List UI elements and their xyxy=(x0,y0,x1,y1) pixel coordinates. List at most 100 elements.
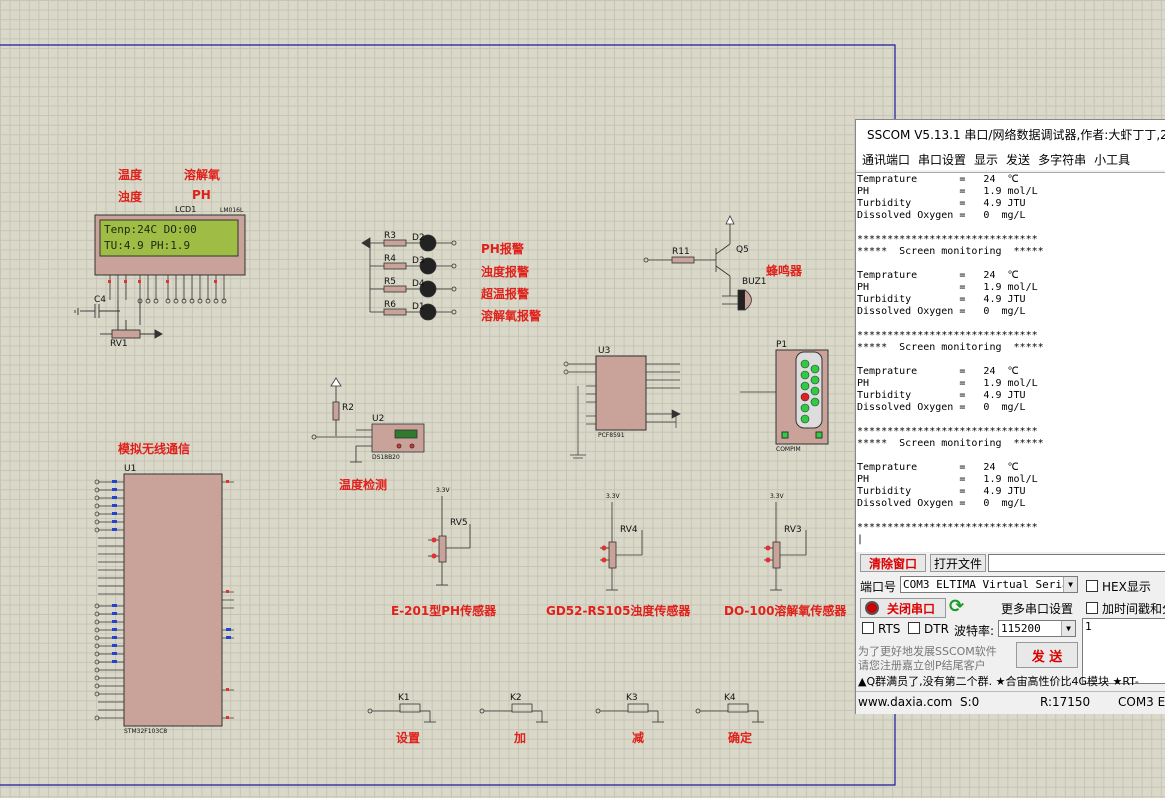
ds18b20-circuit xyxy=(311,377,425,463)
rv5-ref: RV5 xyxy=(450,518,468,528)
port-value: COM3 ELTIMA Virtual Serial xyxy=(903,578,1076,591)
label-temp-alarm: 超温报警 xyxy=(481,287,530,301)
status-site[interactable]: www.daxia.com xyxy=(858,695,953,709)
send-button[interactable]: 发 送 xyxy=(1016,642,1078,668)
keys xyxy=(367,703,764,723)
r11-ref: R11 xyxy=(672,247,690,257)
d1-ref: D1 xyxy=(412,302,425,312)
timestamp-checkbox[interactable]: 加时间戳和分 xyxy=(1086,600,1165,617)
p1-part: COMPIM xyxy=(776,446,801,453)
lcd-line2: TU:4.9 PH:1.9 xyxy=(104,239,190,252)
sscom-window[interactable]: SSCOM V5.13.1 串口/网络数据调试器,作者:大虾丁丁,2 通讯端口 … xyxy=(855,119,1165,714)
record-icon xyxy=(865,601,879,615)
q5-ref: Q5 xyxy=(736,245,749,255)
rv4-supply: 3.3V xyxy=(606,493,621,500)
compim-port xyxy=(740,349,829,445)
label-temp: 温度 xyxy=(118,168,143,182)
checkbox-icon xyxy=(1086,602,1098,614)
led-alarms xyxy=(361,234,457,321)
baud-select[interactable]: 115200 ▼ xyxy=(998,620,1076,637)
rts-label: RTS xyxy=(878,622,901,636)
k1-ref: K1 xyxy=(398,693,410,703)
rv4-ref: RV4 xyxy=(620,525,638,535)
promo-line1: 为了更好地发展SSCOM软件 xyxy=(858,645,997,658)
checkbox-icon xyxy=(908,622,920,634)
menu-multi-string[interactable]: 多字符串 xyxy=(1038,152,1087,167)
label-do: 溶解氧 xyxy=(184,168,221,182)
u1-ref: U1 xyxy=(124,464,136,474)
clear-window-button[interactable]: 清除窗口 xyxy=(860,554,926,572)
r6-ref: R6 xyxy=(384,300,396,310)
menu-send[interactable]: 发送 xyxy=(1006,152,1031,167)
lcd-module: LCD1 LM016L Tenp:24C DO:00 TU:4.9 PH:1.9 xyxy=(94,205,246,304)
sscom-menubar: 通讯端口 串口设置 显示 发送 多字符串 小工具 xyxy=(856,148,1165,170)
label-turb-alarm: 浊度报警 xyxy=(481,265,530,279)
file-path-input[interactable] xyxy=(988,554,1165,572)
menu-tools[interactable]: 小工具 xyxy=(1094,152,1131,167)
label-do-sensor: DO-100溶解氧传感器 xyxy=(724,604,847,618)
lcd-part: LM016L xyxy=(220,207,244,214)
u3-part: PCF8591 xyxy=(598,432,625,439)
status-sent: S:0 xyxy=(960,695,980,709)
d3-ref: D3 xyxy=(412,256,425,266)
port-select[interactable]: COM3 ELTIMA Virtual Serial ▼ xyxy=(900,576,1078,593)
send-input[interactable]: 1 xyxy=(1082,618,1165,684)
r5-ref: R5 xyxy=(384,277,396,287)
label-buzzer: 蜂鸣器 xyxy=(766,264,803,278)
label-wireless: 模拟无线通信 xyxy=(118,442,191,456)
lcd-line1: Tenp:24C DO:00 xyxy=(104,223,197,236)
label-ph: PH xyxy=(192,188,211,202)
refresh-icon[interactable]: ⟳ xyxy=(949,596,965,617)
close-port-label: 关闭串口 xyxy=(887,601,936,616)
label-do-alarm: 溶解氧报警 xyxy=(481,309,542,323)
label-temp-detect: 温度检测 xyxy=(339,478,388,492)
rv-sensors xyxy=(428,496,807,591)
label-turbidity: 浊度 xyxy=(118,190,143,204)
label-k2: 加 xyxy=(514,731,527,745)
label-k3: 减 xyxy=(632,731,645,745)
more-settings-link[interactable]: 更多串口设置 xyxy=(1001,602,1074,616)
control-panel: 清除窗口 打开文件 端口号 COM3 ELTIMA Virtual Serial… xyxy=(856,552,1165,714)
hex-display-checkbox[interactable]: HEX显示 xyxy=(1086,578,1151,595)
stm32-chip xyxy=(94,473,234,727)
r4-ref: R4 xyxy=(384,254,396,264)
c4-rv1 xyxy=(74,300,163,339)
close-port-button[interactable]: 关闭串口 xyxy=(860,598,946,618)
u2-part: DS18B20 xyxy=(372,454,400,461)
u2-ref: U2 xyxy=(372,414,384,424)
rv5-supply: 3.3V xyxy=(436,487,451,494)
chevron-down-icon[interactable]: ▼ xyxy=(1061,621,1075,636)
menu-display[interactable]: 显示 xyxy=(974,152,999,167)
label-turb-sensor: GD52-RS105浊度传感器 xyxy=(546,604,691,618)
k3-ref: K3 xyxy=(626,693,638,703)
d2-ref: D2 xyxy=(412,233,425,243)
chevron-down-icon[interactable]: ▼ xyxy=(1063,577,1077,592)
status-port: COM3 E xyxy=(1118,695,1165,709)
port-label: 端口号 xyxy=(860,580,897,594)
r3-ref: R3 xyxy=(384,231,396,241)
r2-ref: R2 xyxy=(342,403,354,413)
dtr-checkbox[interactable]: DTR xyxy=(908,622,949,636)
rts-checkbox[interactable]: RTS xyxy=(862,622,900,636)
checkbox-icon xyxy=(862,622,874,634)
sscom-title: SSCOM V5.13.1 串口/网络数据调试器,作者:大虾丁丁,2 xyxy=(867,127,1165,142)
pcf8591-chip xyxy=(563,355,681,459)
buzzer-circuit xyxy=(643,215,752,311)
baud-label: 波特率: xyxy=(954,624,995,638)
timestamp-label: 加时间戳和分 xyxy=(1102,602,1165,616)
p1-ref: P1 xyxy=(776,340,787,350)
buz1-ref: BUZ1 xyxy=(742,277,767,287)
ticker-text: ▲Q群满员了,没有第二个群. ★合宙高性价比4G模块 ★RT- xyxy=(858,675,1139,688)
rv3-ref: RV3 xyxy=(784,525,802,535)
menu-comm-port[interactable]: 通讯端口 xyxy=(862,152,911,167)
k2-ref: K2 xyxy=(510,693,522,703)
c4-ref: C4 xyxy=(94,295,106,305)
open-file-button[interactable]: 打开文件 xyxy=(930,554,986,572)
status-bar: www.daxia.com S:0 R:17150 COM3 E xyxy=(856,691,1165,713)
receive-text: Temprature = 24 ℃ PH = 1.9 mol/L Turbidi… xyxy=(857,174,1044,545)
sscom-titlebar[interactable]: SSCOM V5.13.1 串口/网络数据调试器,作者:大虾丁丁,2 xyxy=(856,120,1165,148)
menu-serial-settings[interactable]: 串口设置 xyxy=(918,152,967,167)
status-received: R:17150 xyxy=(1040,695,1091,709)
rv1-ref: RV1 xyxy=(110,339,128,349)
